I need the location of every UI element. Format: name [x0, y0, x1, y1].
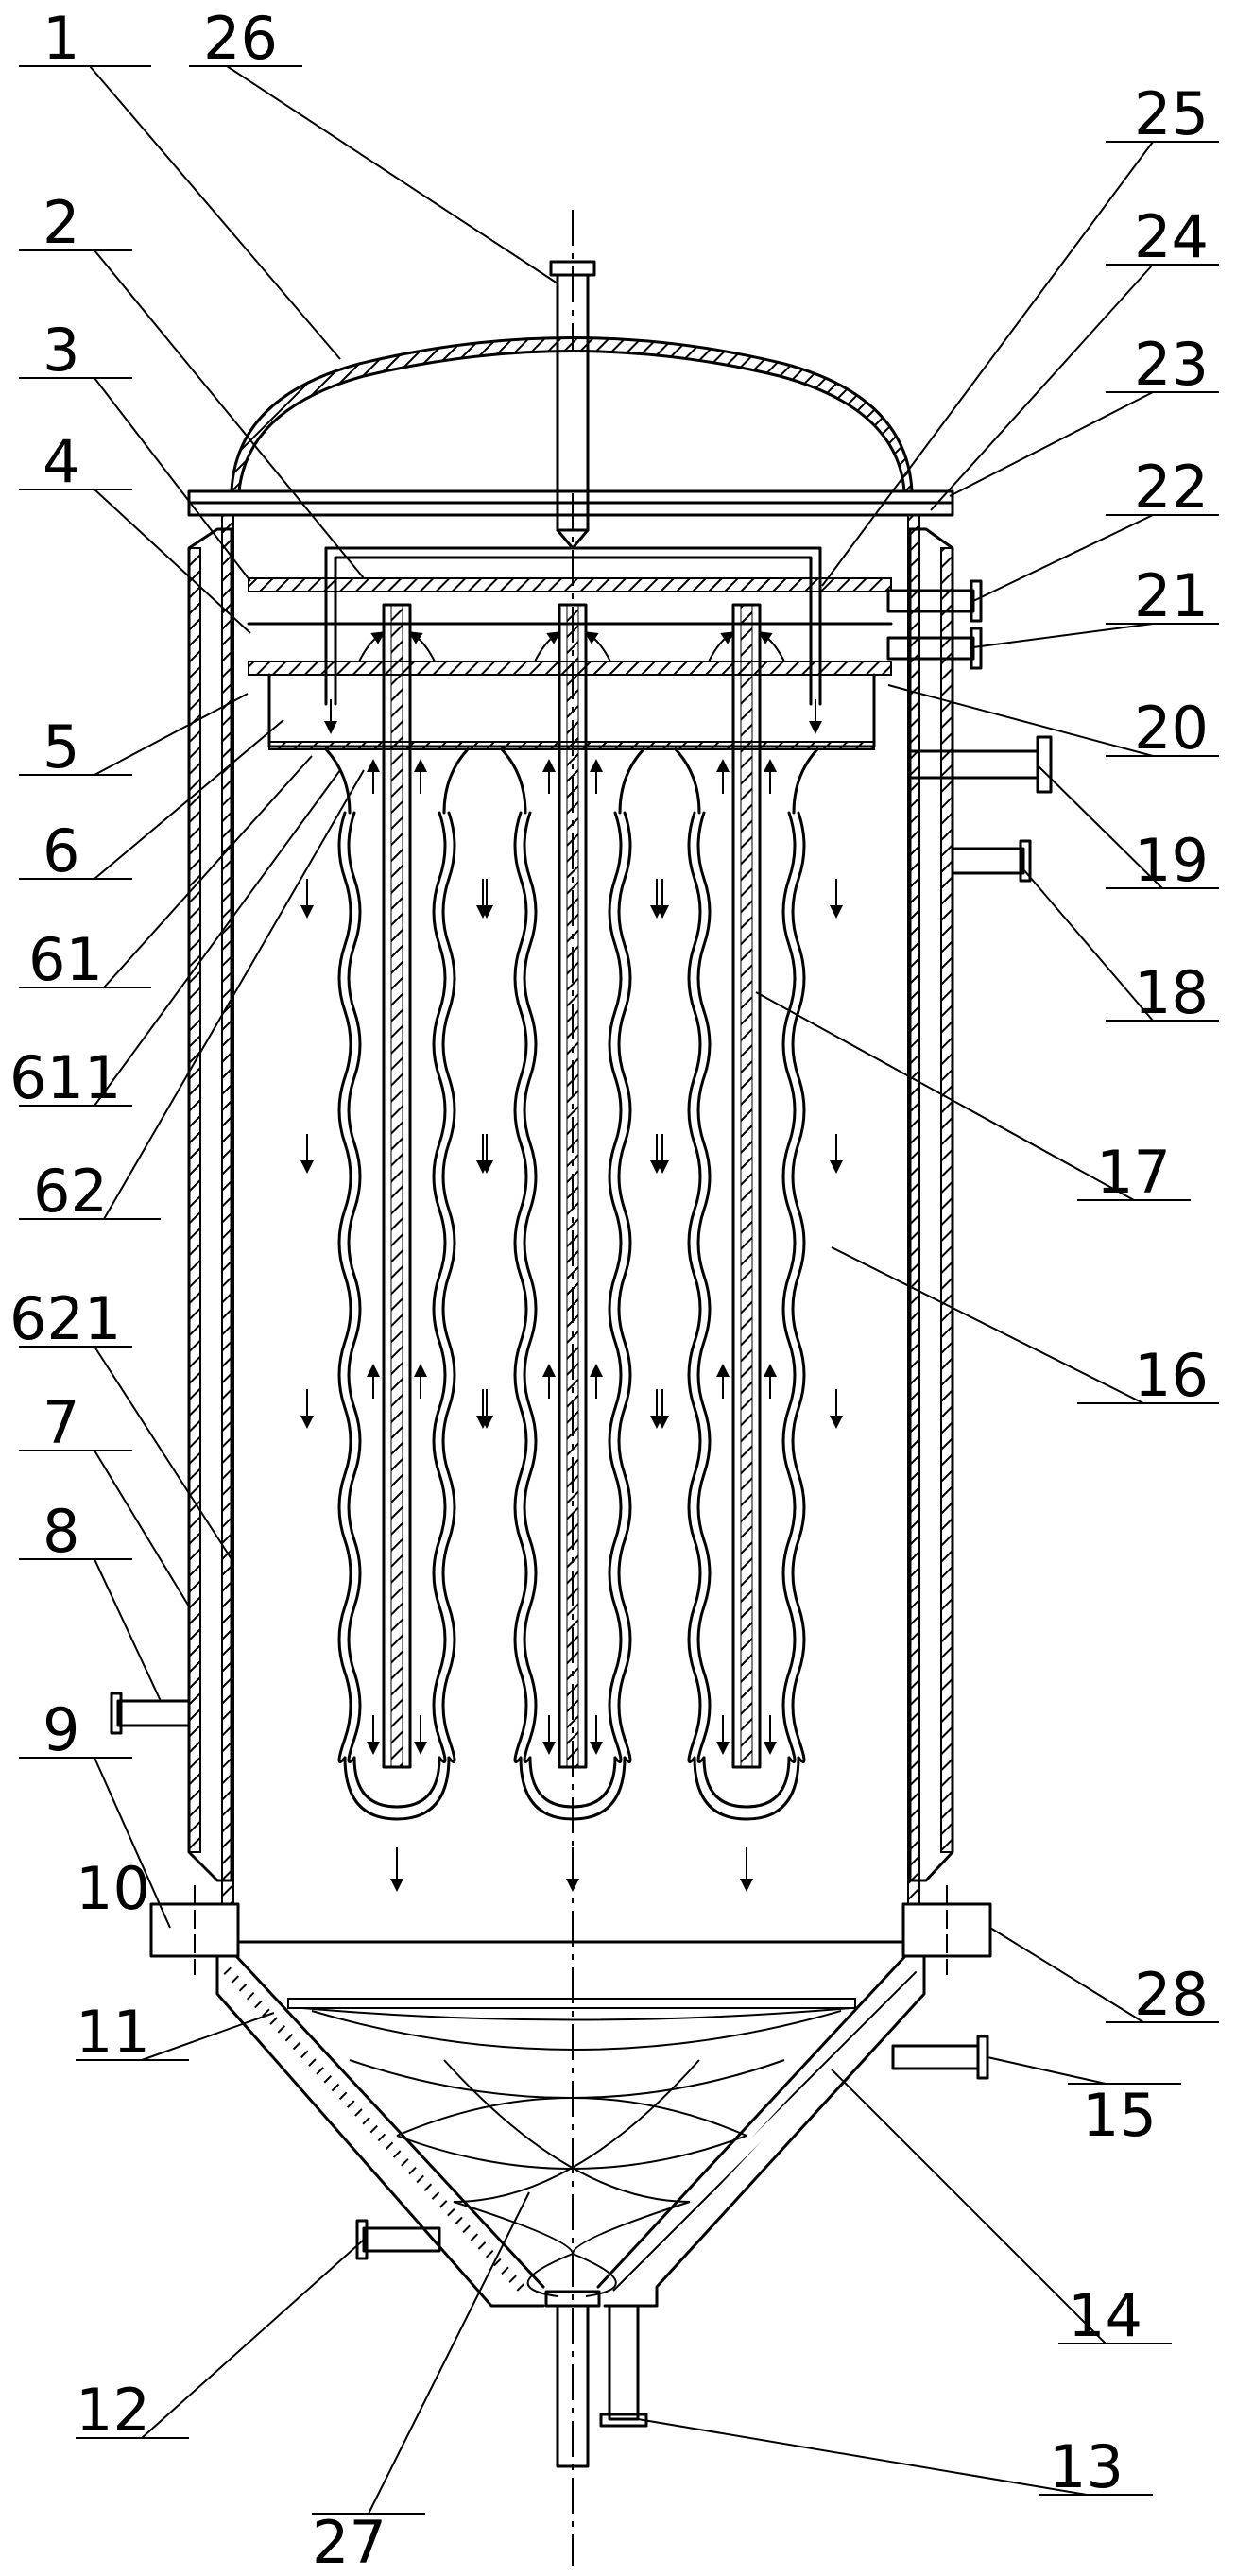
nozzle-15 — [893, 2036, 987, 2078]
flow-arrow-curve — [764, 635, 784, 661]
label-1: 1 — [43, 4, 79, 73]
nozzle-21-22 — [888, 581, 981, 668]
label-61: 61 — [28, 925, 103, 994]
tube-bell-left — [326, 749, 350, 813]
tube-bell-left — [502, 749, 525, 813]
label-26: 26 — [203, 4, 278, 73]
corrugated-wall-outer-left — [689, 813, 700, 1762]
corrugated-wall-outer-right — [443, 813, 455, 1762]
corrugated-wall-inner-left — [524, 813, 536, 1762]
label-6: 6 — [43, 816, 79, 885]
label-8: 8 — [43, 1497, 79, 1566]
label-22: 22 — [1134, 453, 1209, 522]
corrugated-wall-inner-left — [698, 813, 710, 1762]
corrugated-wall-inner-right — [434, 813, 445, 1762]
inner-tube-core — [391, 605, 403, 1767]
label-16: 16 — [1134, 1341, 1209, 1410]
label-21: 21 — [1134, 561, 1209, 630]
label-24: 24 — [1134, 202, 1209, 271]
label-5: 5 — [43, 713, 79, 781]
flow-arrow-curve — [709, 635, 730, 661]
jacket-right — [908, 515, 953, 1904]
top-flange — [189, 491, 953, 515]
inner-tube-core — [567, 605, 578, 1767]
flow-arrow-curve — [535, 635, 556, 661]
label-15: 15 — [1082, 2081, 1157, 2150]
label-9: 9 — [43, 1695, 79, 1764]
label-12: 12 — [76, 2376, 150, 2445]
corrugated-wall-inner-right — [783, 813, 795, 1762]
label-611: 611 — [9, 1043, 121, 1112]
corrugated-wall-outer-left — [339, 813, 351, 1762]
corrugated-wall-inner-right — [609, 813, 621, 1762]
label-19: 19 — [1134, 826, 1209, 895]
label-27: 27 — [312, 2508, 386, 2576]
flow-arrow-curve — [414, 635, 435, 661]
label-25: 25 — [1134, 79, 1209, 148]
jacket-left — [189, 515, 233, 1904]
tube-bell-right — [444, 749, 468, 813]
inner-tube-core — [741, 605, 752, 1767]
label-3: 3 — [43, 316, 79, 385]
label-20: 20 — [1134, 694, 1209, 763]
label-14: 14 — [1068, 2281, 1142, 2350]
label-28: 28 — [1134, 1960, 1209, 2029]
corrugated-wall-outer-right — [619, 813, 630, 1762]
label-17: 17 — [1096, 1138, 1171, 1207]
label-13: 13 — [1049, 2432, 1124, 2501]
corrugated-wall-outer-left — [515, 813, 526, 1762]
tube-bell-right — [794, 749, 817, 813]
nozzle-19 — [910, 737, 1051, 792]
outlet-13 — [546, 2292, 646, 2466]
label-11: 11 — [76, 1998, 150, 2067]
bottom-flange — [151, 1885, 990, 1975]
nozzle-18 — [953, 841, 1030, 881]
tube-bell-right — [620, 749, 644, 813]
label-2: 2 — [43, 188, 79, 257]
nozzle-9 — [112, 1693, 189, 1733]
flow-arrow-curve — [590, 635, 610, 661]
label-23: 23 — [1134, 330, 1209, 399]
tube-bundles — [307, 605, 836, 1885]
tube-bell-left — [676, 749, 699, 813]
dome-head — [232, 338, 912, 492]
label-4: 4 — [43, 427, 79, 496]
nozzle-12 — [357, 2221, 439, 2258]
label-18: 18 — [1134, 958, 1209, 1027]
label-10: 10 — [76, 1854, 150, 1923]
label-7: 7 — [43, 1388, 79, 1457]
corrugated-wall-outer-right — [793, 813, 804, 1762]
corrugated-wall-inner-left — [349, 813, 360, 1762]
label-62: 62 — [33, 1157, 108, 1226]
flow-arrow-curve — [359, 635, 380, 661]
label-621: 621 — [9, 1284, 121, 1353]
